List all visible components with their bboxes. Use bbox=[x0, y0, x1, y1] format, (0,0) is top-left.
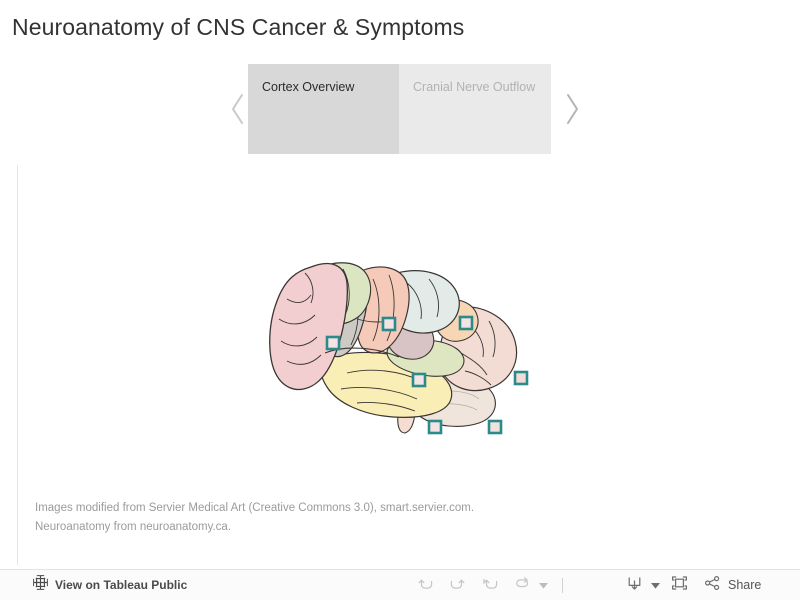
marker-frontal[interactable] bbox=[325, 335, 341, 351]
source-caption: Images modified from Servier Medical Art… bbox=[35, 499, 474, 537]
marker-premotor[interactable] bbox=[381, 316, 397, 332]
story-tab-cortex-overview[interactable]: Cortex Overview bbox=[248, 64, 399, 154]
tableau-logo-icon bbox=[33, 575, 48, 595]
caption-line-2: Neuroanatomy from neuroanatomy.ca. bbox=[35, 521, 232, 533]
fullscreen-button[interactable] bbox=[662, 573, 696, 597]
download-button[interactable] bbox=[620, 573, 648, 597]
refresh-button[interactable] bbox=[508, 573, 536, 597]
refresh-dropdown-caret[interactable] bbox=[536, 573, 550, 597]
brain-diagram-panel bbox=[18, 165, 787, 490]
toolbar-divider bbox=[562, 577, 563, 593]
story-tabs: Cortex Overview Cranial Nerve Outflow bbox=[248, 64, 551, 154]
marker-brainstem[interactable] bbox=[427, 419, 443, 435]
story-tab-label: Cortex Overview bbox=[262, 80, 355, 94]
marker-cerebellum[interactable] bbox=[487, 419, 503, 435]
revert-icon bbox=[482, 575, 500, 596]
redo-icon bbox=[448, 575, 466, 596]
brain-marker-group[interactable] bbox=[325, 315, 529, 435]
view-on-tableau-public-button[interactable]: View on Tableau Public bbox=[33, 575, 187, 595]
revert-button[interactable] bbox=[474, 573, 508, 597]
undo-button[interactable] bbox=[412, 573, 440, 597]
redo-button[interactable] bbox=[440, 573, 474, 597]
chevron-left-icon bbox=[230, 92, 246, 126]
toolbar-history-controls bbox=[412, 573, 575, 597]
dashboard-sheet: Images modified from Servier Medical Art… bbox=[17, 165, 786, 565]
marker-occipital[interactable] bbox=[513, 370, 529, 386]
marker-temporal[interactable] bbox=[411, 372, 427, 388]
view-on-tableau-public-label: View on Tableau Public bbox=[55, 578, 188, 592]
story-tab-strip: Cortex Overview Cranial Nerve Outflow bbox=[0, 64, 800, 154]
bottom-toolbar: View on Tableau Public bbox=[0, 569, 800, 600]
story-tab-label: Cranial Nerve Outflow bbox=[413, 80, 536, 94]
caption-line-1: Images modified from Servier Medical Art… bbox=[35, 502, 475, 514]
lateral-brain-diagram[interactable] bbox=[265, 253, 545, 453]
page-title: Neuroanatomy of CNS Cancer & Symptoms bbox=[12, 14, 465, 40]
share-button[interactable]: Share bbox=[704, 575, 761, 596]
share-label: Share bbox=[728, 578, 762, 592]
toolbar-actions: Share bbox=[620, 573, 761, 597]
fullscreen-icon bbox=[671, 575, 688, 596]
chevron-right-icon bbox=[564, 92, 580, 126]
chevron-down-icon bbox=[650, 576, 660, 594]
story-next-arrow-button[interactable] bbox=[556, 64, 588, 154]
refresh-icon bbox=[513, 575, 531, 596]
download-dropdown-caret[interactable] bbox=[648, 573, 662, 597]
story-tab-cranial-nerve-outflow[interactable]: Cranial Nerve Outflow bbox=[399, 64, 551, 154]
share-icon bbox=[704, 575, 721, 596]
download-icon bbox=[626, 575, 643, 596]
chevron-down-icon bbox=[538, 576, 548, 594]
marker-parietal[interactable] bbox=[458, 315, 474, 331]
undo-icon bbox=[417, 575, 435, 596]
story-prev-arrow-button[interactable] bbox=[222, 64, 254, 154]
